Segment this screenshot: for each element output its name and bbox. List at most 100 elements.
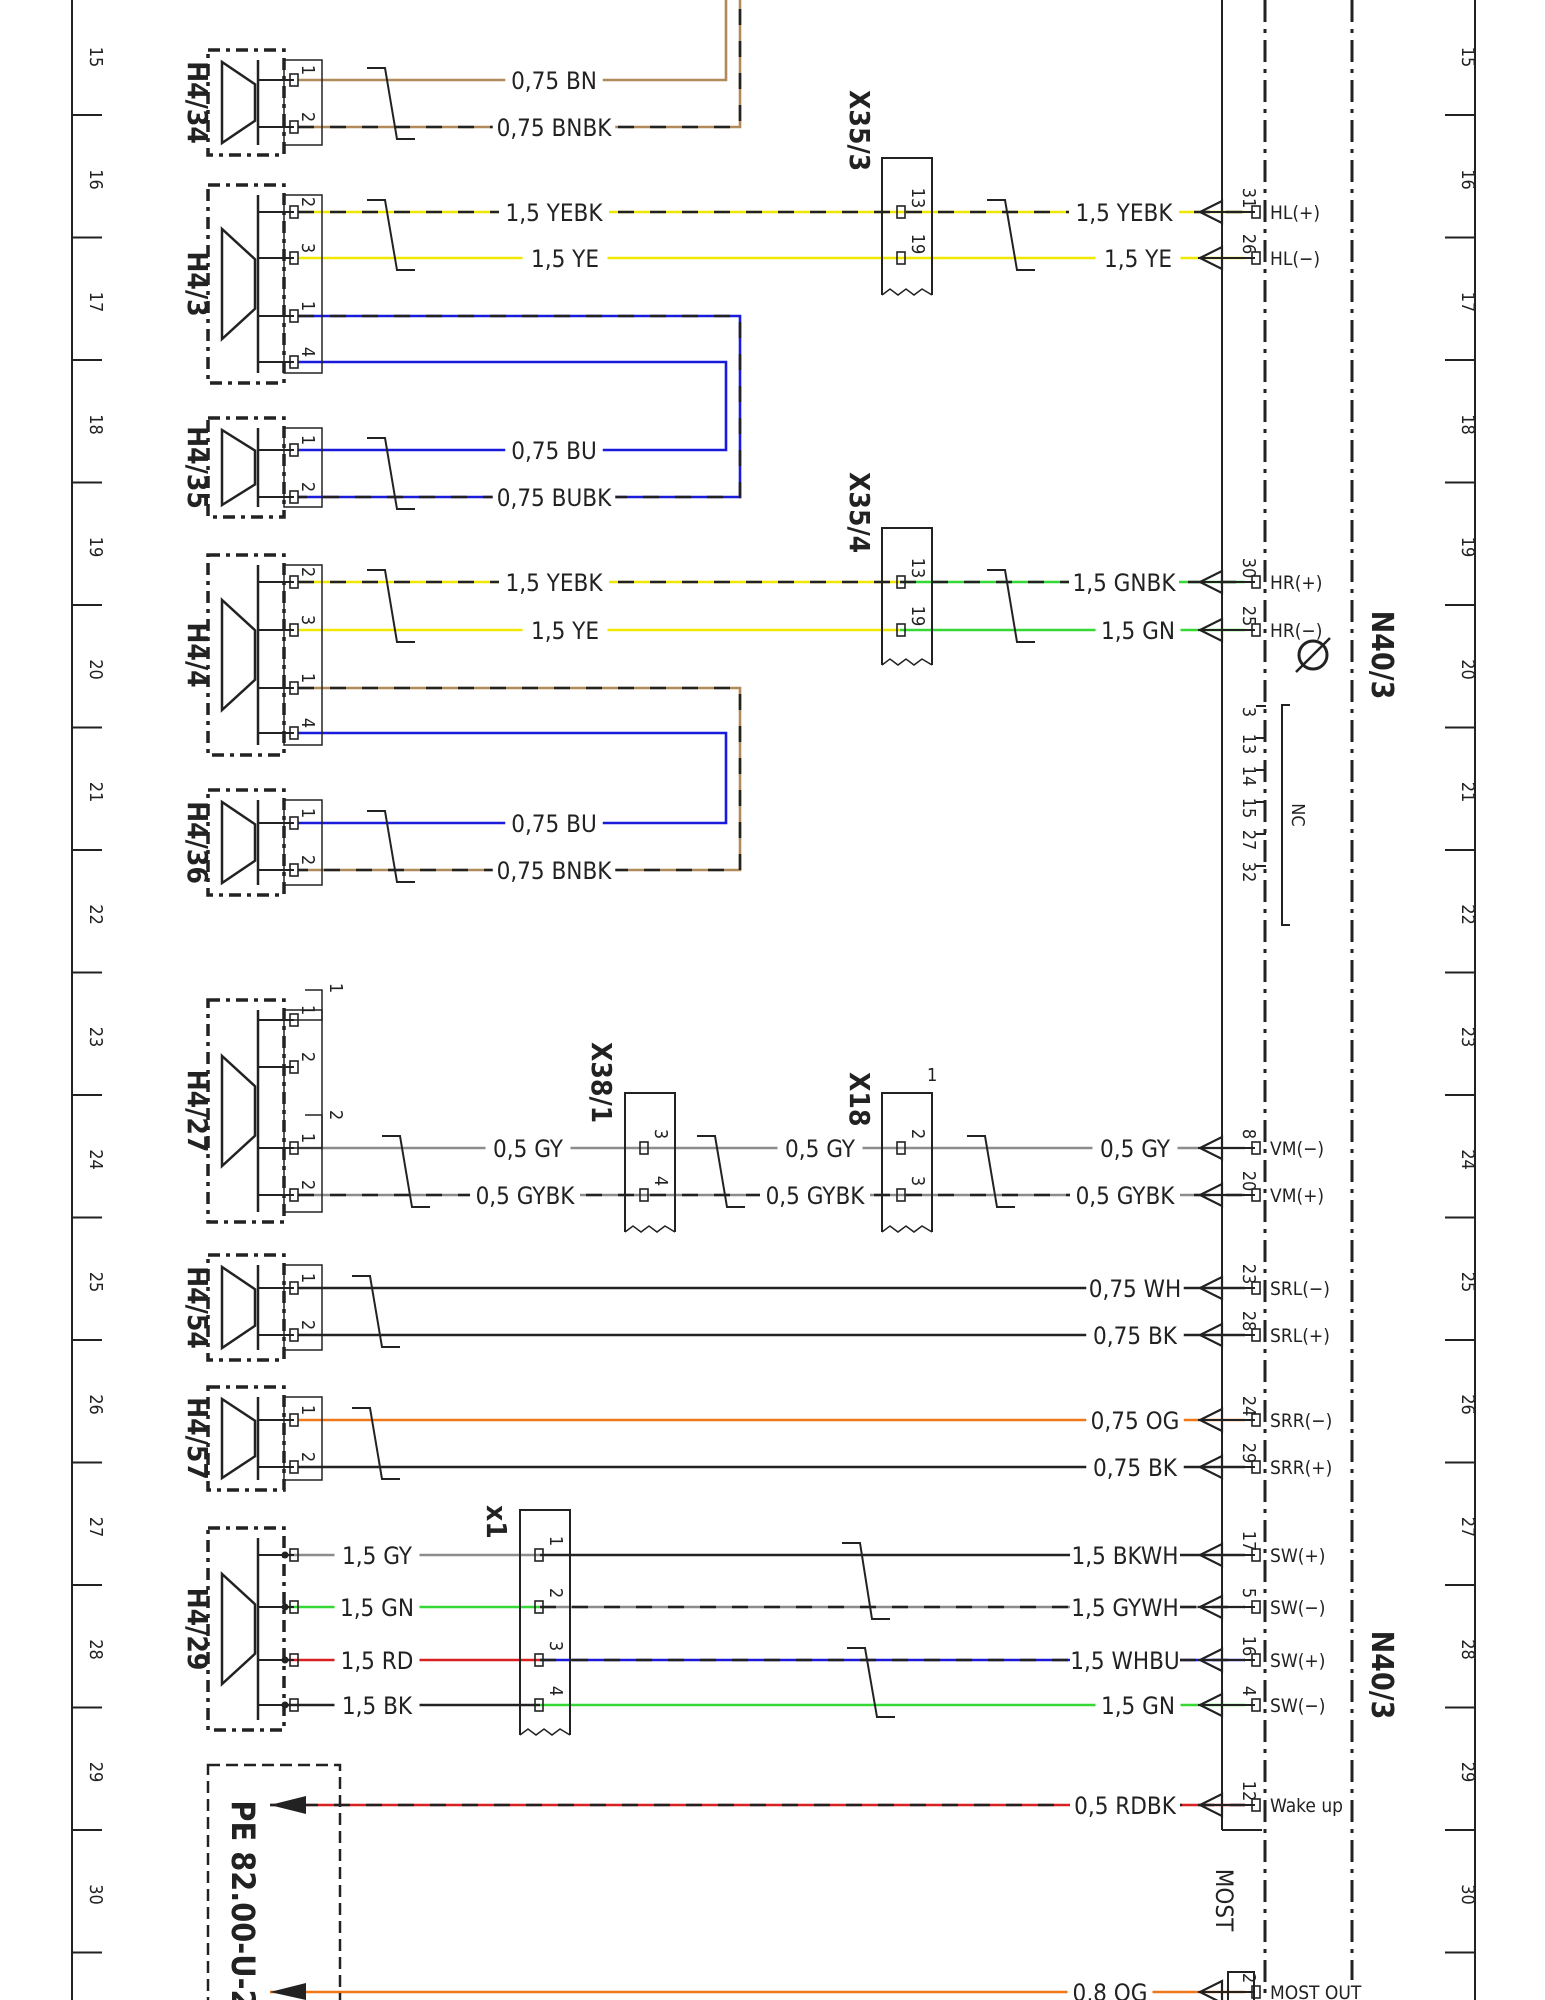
grid-row-label-right: 15 <box>1457 47 1478 68</box>
wire-label: 1,5 BK <box>342 1692 413 1720</box>
wire-label: 0,5 GYBK <box>1076 1182 1176 1210</box>
wire-label-bg <box>777 1133 863 1161</box>
wire-label-bg <box>1092 1133 1178 1161</box>
component-connector-housing <box>283 1009 323 1213</box>
connector-pin <box>534 1548 544 1562</box>
speaker-icon <box>220 1396 257 1481</box>
connector-label: x1 <box>480 1505 513 1539</box>
h4-27-bracket <box>258 1114 323 1149</box>
h4-27-bracket <box>258 989 323 1021</box>
pin-dot <box>281 1551 289 1559</box>
n40-3-pin-number: 26 <box>1238 234 1259 255</box>
wire-label-bg <box>499 567 609 595</box>
connector-pin <box>896 575 906 589</box>
wire-bn-bk-loop <box>298 686 742 872</box>
grid-row-label-right: 19 <box>1457 537 1478 558</box>
n40-3-signal-bg <box>1268 246 1326 270</box>
speaker-icon <box>220 799 257 886</box>
n40-3-signal: Wake up <box>1270 1795 1343 1817</box>
twisted-pair-marker <box>987 569 1035 643</box>
n40-3-pin-number: 2 <box>1238 1973 1259 1983</box>
wire-label: 1,5 YE <box>531 245 599 273</box>
connector-break <box>881 1225 933 1233</box>
pin-dot <box>281 1603 289 1611</box>
component-label: H4/57 <box>181 1397 214 1480</box>
connector-pin-label: 19 <box>907 234 928 255</box>
n40-3-signal-bg <box>1268 1543 1326 1567</box>
wire-label: 1,5 YEBK <box>506 199 604 227</box>
speaker-pin-label: 1 <box>297 435 318 445</box>
connector-pin-label: 3 <box>650 1129 671 1139</box>
twisted-pair-marker <box>987 199 1035 271</box>
connector-pin <box>896 205 906 219</box>
n40-3-signal: SW(+) <box>1270 1650 1325 1672</box>
wire-label-bg <box>505 435 603 463</box>
n40-3-pin-socket <box>1251 1413 1261 1427</box>
connector-break <box>519 1728 571 1736</box>
connector-pin-label: 13 <box>907 188 928 209</box>
connector-pin-label: 3 <box>907 1176 928 1186</box>
component-connector-housing <box>283 1396 323 1481</box>
n40-3-signal: SW(−) <box>1270 1695 1325 1717</box>
wire-label: 0,75 OG <box>1091 1407 1180 1435</box>
grid-row-label-right: 26 <box>1457 1394 1478 1415</box>
component-connector-housing <box>283 194 323 374</box>
n40-3-signal: SRL(−) <box>1270 1278 1330 1300</box>
page-ref-box <box>206 1763 342 2000</box>
grid-row-label-right: 30 <box>1457 1884 1478 1905</box>
speaker-pin-label: 2 <box>297 112 318 122</box>
component-label: H4/36 <box>181 801 214 884</box>
wire-label: 0,5 GY <box>1100 1135 1171 1163</box>
connector-pin <box>639 1141 649 1155</box>
component-label: H4/34 <box>181 61 214 144</box>
connector-label: X38/1 <box>585 1042 618 1123</box>
grid-row-label-right: 22 <box>1457 904 1478 925</box>
wire-label: 1,5 GY <box>342 1542 413 1570</box>
n40-3-pin-socket <box>1251 1460 1261 1474</box>
connector-housing <box>519 1509 571 1735</box>
connector-pin <box>534 1600 544 1614</box>
speaker-pin-label: 2 <box>297 197 318 207</box>
n40-3-signal: VM(−) <box>1270 1138 1324 1160</box>
n40-3-nc-pin: 3 <box>1238 707 1259 717</box>
component-label: H4/29 <box>181 1588 214 1671</box>
n40-3-nc-pin: 27 <box>1238 830 1259 851</box>
component-boundary <box>206 416 286 519</box>
wire-label: 0,75 BU <box>511 437 597 465</box>
n40-3-pin-socket <box>1251 575 1261 589</box>
wire-label-bg <box>470 1180 580 1208</box>
speaker-pin-label: 1 <box>297 1005 318 1015</box>
n40-3-pin-socket <box>1251 1653 1261 1667</box>
component-connector-housing <box>283 1264 323 1351</box>
wire-bu-bk-loop-stripe <box>298 314 742 499</box>
component-label: H4/35 <box>181 426 214 509</box>
wire-label: 1,5 YEBK <box>506 569 604 597</box>
component-boundary <box>206 1253 286 1362</box>
wire-label: 0,75 BNBK <box>497 114 613 142</box>
n40-3-pin-number: 23 <box>1238 1264 1259 1285</box>
n40-3-pin-number: 25 <box>1238 606 1259 627</box>
pin-socket <box>289 1188 299 1202</box>
n40-3-signal-bg <box>1268 1455 1336 1479</box>
page-ref-arrow <box>270 1796 306 1814</box>
n40-3-signal-bg <box>1268 1276 1336 1300</box>
connector-pin-label: 3 <box>545 1641 566 1651</box>
connector-housing <box>881 527 933 665</box>
wire-label-bg <box>1086 1320 1184 1348</box>
speaker-pin-label: 1 <box>297 65 318 75</box>
grid-row-label-left: 19 <box>85 537 106 558</box>
n40-3-nc-label: NC <box>1287 803 1308 826</box>
speaker-pin-label: 2 <box>297 567 318 577</box>
n40-3-pin-socket <box>1251 1698 1261 1712</box>
wire-label: 0,5 GYBK <box>476 1182 576 1210</box>
wire-label-bg <box>505 65 603 93</box>
grid-row-label-right: 24 <box>1457 1149 1478 1170</box>
wire-label-bg <box>1095 1690 1181 1718</box>
speaker-pin-label: 3 <box>297 615 318 625</box>
n40-3-signal-bg <box>1268 200 1326 224</box>
twisted-pair-marker <box>382 1135 430 1208</box>
grid-row-label-right: 20 <box>1457 659 1478 680</box>
